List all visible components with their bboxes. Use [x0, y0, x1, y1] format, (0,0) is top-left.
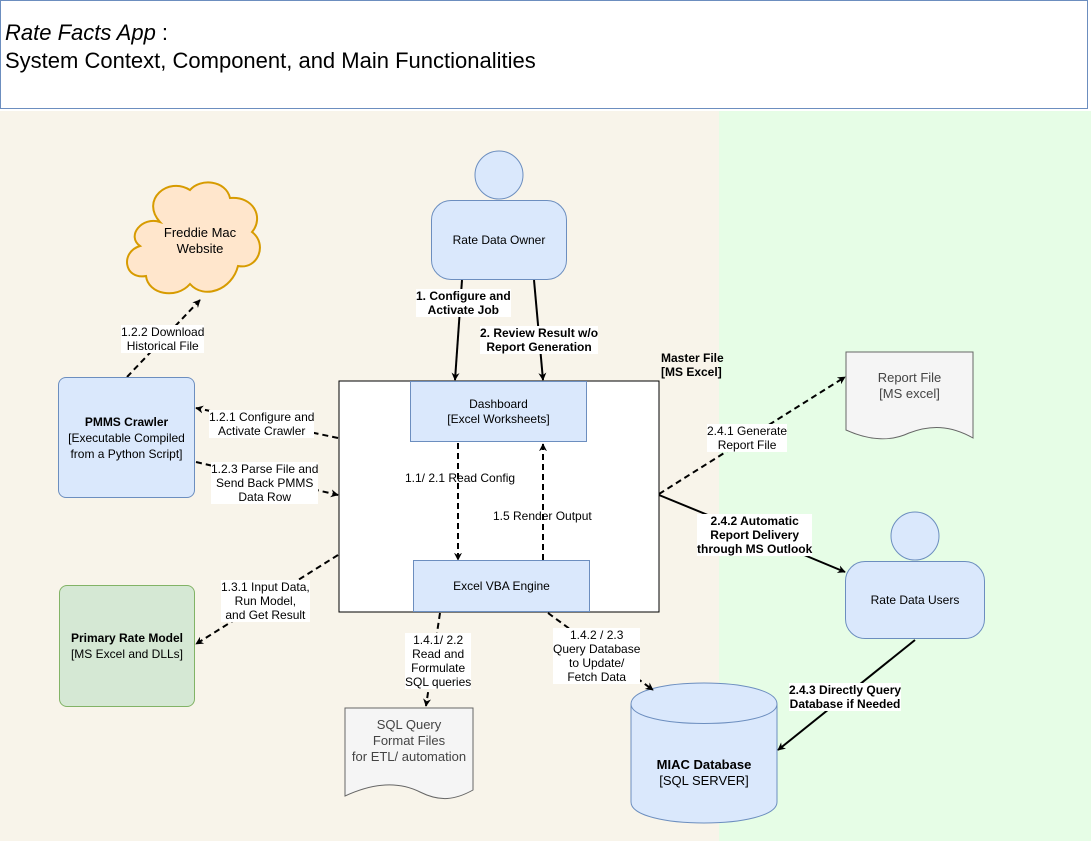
- edge-e142-line2: Query Database: [553, 642, 641, 656]
- pmms-crawler-line2: [Executable Compiled: [68, 430, 185, 445]
- edge-e141-line4: SQL queries: [405, 675, 472, 689]
- report-file-line2: [MS excel]: [879, 386, 940, 401]
- edge-e1-line1: 1. Configure and: [416, 289, 511, 303]
- miac-database-cylinder-shape: [630, 682, 778, 824]
- miac-database-line2: [SQL SERVER]: [659, 773, 749, 788]
- edge-label-render-output: 1.5 Render Output: [493, 509, 592, 523]
- edge-e243-line2: Database if Needed: [789, 697, 901, 711]
- freddie-mac-line2: Website: [176, 241, 224, 256]
- edge-label-query-database: 1.4.2 / 2.3 Query Database to Update/ Fe…: [553, 628, 641, 684]
- freddie-mac-website: Freddie Mac Website: [150, 224, 250, 258]
- edge-e242-line3: through MS Outlook: [697, 542, 813, 556]
- title-suffix: :: [155, 20, 169, 45]
- excel-vba-engine-component: Excel VBA Engine: [413, 560, 590, 612]
- sql-files-line2: Format Files: [372, 733, 446, 748]
- miac-database-title: MIAC Database: [656, 757, 752, 772]
- primary-rate-model-title: Primary Rate Model: [70, 631, 184, 645]
- sql-query-document-shape: [344, 707, 474, 799]
- edge-label-review-result: 2. Review Result w/o Report Generation: [480, 326, 599, 354]
- edge-label-configure-crawler: 1.2.1 Configure and Activate Crawler: [209, 410, 315, 438]
- arrow-generate-report-file: [658, 376, 846, 495]
- dashboard-line2: [Excel Worksheets]: [447, 411, 550, 426]
- edge-e141-line2: Read and: [412, 647, 465, 661]
- edge-e131-line3: and Get Result: [225, 608, 306, 622]
- edge-e243-line1: 2.4.3 Directly Query: [789, 683, 902, 697]
- rate-data-owner-head: [474, 150, 524, 200]
- edge-e121-line2: Activate Crawler: [218, 424, 306, 438]
- sql-files-line1: SQL Query: [376, 717, 442, 732]
- primary-rate-model-component: Primary Rate Model [MS Excel and DLLs]: [59, 585, 195, 707]
- dashboard-line1: Dashboard: [469, 396, 528, 411]
- edge-e121-line1: 1.2.1 Configure and: [209, 410, 315, 424]
- external-users-zone: [719, 111, 1091, 841]
- edge-e2-line1: 2. Review Result w/o: [480, 326, 599, 340]
- app-name: Rate Facts App: [5, 20, 156, 45]
- rate-data-users-label: Rate Data Users: [870, 592, 960, 607]
- edge-e241-line1: 2.4.1 Generate: [707, 424, 788, 438]
- report-file-line1: Report File: [877, 370, 942, 385]
- edge-e123-line1: 1.2.3 Parse File and: [211, 462, 319, 476]
- edge-e142-line3: to Update/: [569, 656, 625, 670]
- edge-e242-line2: Report Delivery: [710, 528, 799, 542]
- edge-e141-line3: Formulate: [411, 661, 466, 675]
- miac-database: MIAC Database [SQL SERVER]: [631, 756, 777, 790]
- edge-e142-line1: 1.4.2 / 2.3: [570, 628, 624, 642]
- edge-e123-line3: Data Row: [238, 490, 292, 504]
- sql-query-format-files-document: SQL Query Format Files for ETL/ automati…: [338, 716, 480, 766]
- edge-e123-line2: Send Back PMMS: [216, 476, 314, 490]
- edge-e2-line2: Report Generation: [486, 340, 592, 354]
- edge-e122-line1: 1.2.2 Download: [121, 325, 205, 339]
- edge-label-read-config: 1.1/ 2.1 Read Config: [405, 471, 516, 485]
- master-file-line1: Master File: [661, 351, 724, 365]
- report-file-document: Report File [MS excel]: [846, 369, 973, 403]
- edge-e131-line1: 1.3.1 Input Data,: [221, 580, 310, 594]
- pmms-crawler-component: PMMS Crawler [Executable Compiled from a…: [58, 377, 195, 498]
- edge-e122-line2: Historical File: [126, 339, 199, 353]
- edge-label-formulate-sql: 1.4.1/ 2.2 Read and Formulate SQL querie…: [405, 633, 472, 689]
- rate-data-users-head: [890, 511, 940, 561]
- pmms-crawler-line3: from a Python Script]: [70, 446, 183, 461]
- edge-label-download-historical-file: 1.2.2 Download Historical File: [121, 325, 205, 353]
- edge-label-report-delivery: 2.4.2 Automatic Report Delivery through …: [697, 514, 813, 556]
- pmms-crawler-title: PMMS Crawler: [84, 414, 169, 429]
- freddie-mac-line1: Freddie Mac: [163, 225, 237, 240]
- freddie-mac-cloud-shape: [126, 181, 261, 295]
- rate-data-owner-label: Rate Data Owner: [452, 232, 546, 247]
- edge-e241-line2: Report File: [717, 438, 777, 452]
- edge-e142-line4: Fetch Data: [567, 670, 627, 684]
- report-file-document-shape: [845, 351, 974, 440]
- edge-e131-line2: Run Model,: [234, 594, 297, 608]
- edge-label-directly-query-database: 2.4.3 Directly Query Database if Needed: [789, 683, 902, 711]
- edge-e1-line2: Activate Job: [427, 303, 500, 317]
- diagram-title: Rate Facts App :: [5, 20, 168, 46]
- rate-data-users-actor: Rate Data Users: [845, 561, 985, 639]
- sql-files-line3: for ETL/ automation: [351, 749, 467, 764]
- edge-label-parse-file: 1.2.3 Parse File and Send Back PMMS Data…: [211, 462, 319, 504]
- edge-e141-line1: 1.4.1/ 2.2: [413, 633, 464, 647]
- edge-e242-line1: 2.4.2 Automatic: [710, 514, 799, 528]
- arrow-formulate-sql: [423, 612, 441, 707]
- edge-label-configure-activate-job: 1. Configure and Activate Job: [416, 289, 511, 317]
- primary-rate-model-line2: [MS Excel and DLLs]: [70, 647, 184, 661]
- master-file-line2: [MS Excel]: [661, 365, 722, 379]
- rate-data-owner-actor: Rate Data Owner: [431, 200, 567, 280]
- edge-label-generate-report-file: 2.4.1 Generate Report File: [707, 424, 788, 452]
- diagram-header: Rate Facts App : System Context, Compone…: [0, 0, 1088, 109]
- edge-label-input-data: 1.3.1 Input Data, Run Model, and Get Res…: [221, 580, 310, 622]
- vba-engine-label: Excel VBA Engine: [453, 578, 550, 593]
- diagram-subtitle: System Context, Component, and Main Func…: [5, 48, 536, 73]
- master-file-label: Master File [MS Excel]: [661, 351, 724, 379]
- miac-database-cylinder-rim: [630, 703, 778, 724]
- dashboard-component: Dashboard [Excel Worksheets]: [410, 381, 587, 442]
